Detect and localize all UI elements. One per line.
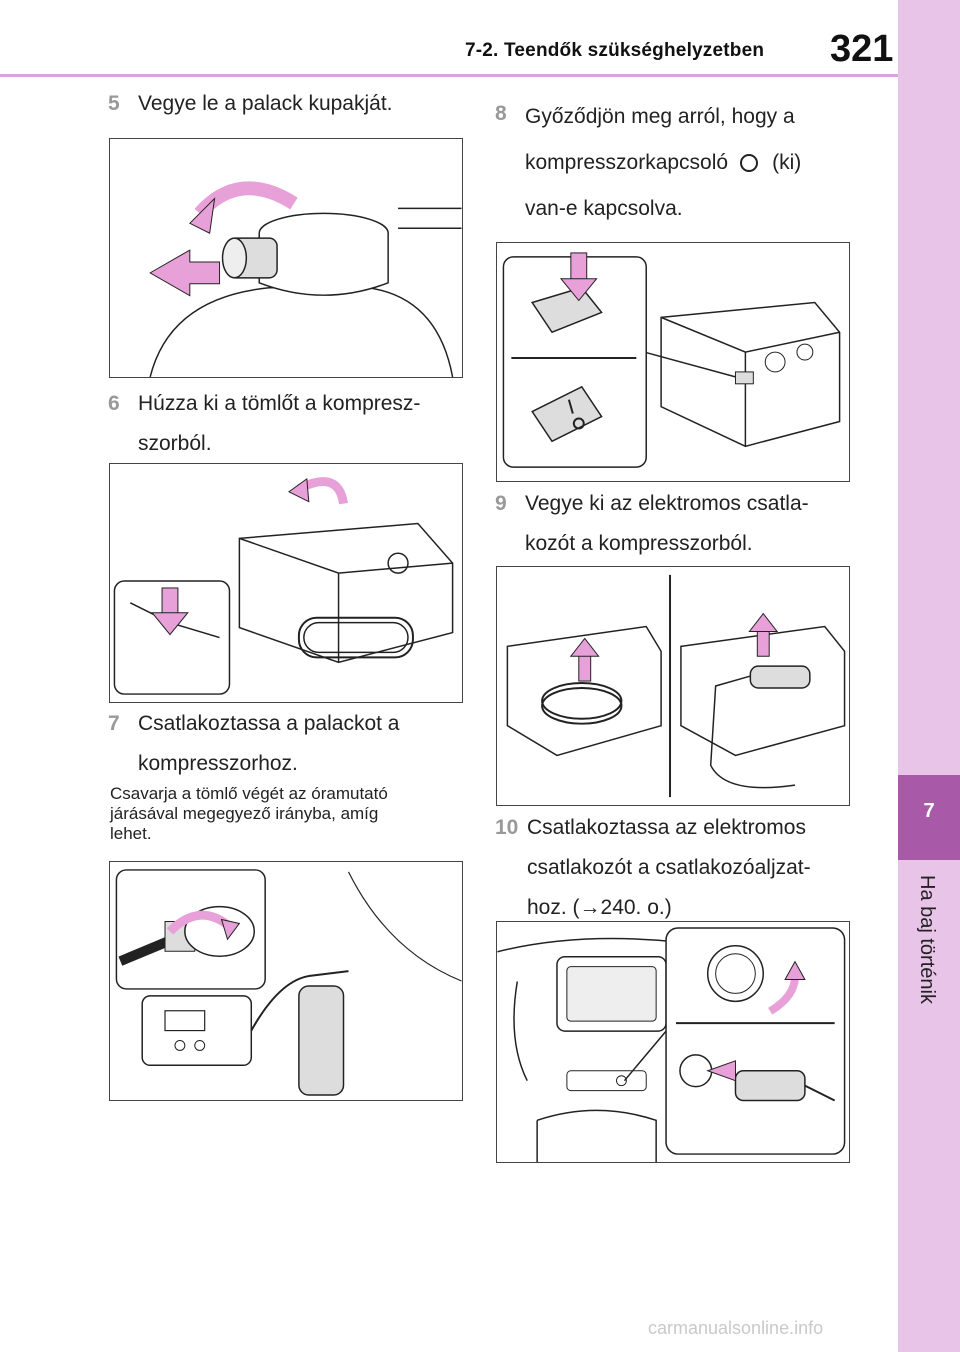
figure-connect-power-socket (496, 921, 850, 1163)
step-number: 6 (108, 392, 120, 415)
chapter-number: 7 (923, 800, 935, 822)
step-text: Csatlakoztassa az elektromos csatlakozót… (527, 816, 811, 919)
step-text: Csatlakoztassa a palackot a kompresszorh… (138, 712, 400, 775)
chapter-side-tab (898, 0, 960, 1352)
figure-remove-power-plug (496, 566, 850, 806)
step-6: 6 Húzza ki a tömlőt a kompresz- szorból. (108, 384, 468, 464)
step-number: 9 (495, 492, 507, 515)
figure-remove-bottle-cap (109, 138, 463, 378)
step-7: 7 Csatlakoztassa a palackot a kompresszo… (108, 704, 468, 784)
step-text-line-1: Győződjön meg arról, hogy a (525, 105, 795, 128)
step-9: 9 Vegye ki az elektromos csatla- kozót a… (495, 484, 885, 564)
step-number: 7 (108, 712, 120, 735)
step-text-line-3: van-e kapcsolva. (525, 197, 683, 220)
step-text: Vegye ki az elektromos csatla- kozót a k… (525, 492, 809, 555)
step-text-line-2b: (ki) (772, 151, 802, 174)
step-number: 8 (495, 102, 507, 125)
step-number: 10 (495, 816, 519, 839)
power-socket-illustration (497, 927, 846, 1162)
step-text-line-2a: kompresszorkapcsoló (525, 151, 729, 174)
chapter-title: Ha baj történik (916, 875, 938, 1004)
figure-connect-bottle (109, 861, 463, 1101)
step-text: Húzza ki a tömlőt a kompresz- szorból. (138, 392, 421, 455)
bottle-cap-illustration (149, 181, 462, 377)
header-rule (0, 74, 898, 77)
switch-off-illustration (502, 252, 841, 468)
figure-pull-out-hose (109, 463, 463, 703)
watermark: carmanualsonline.info (648, 1318, 824, 1338)
page-number: 321 (830, 28, 894, 70)
section-title: 7-2. Teendők szükséghelyzetben (465, 40, 765, 61)
chapter-tab-highlight (898, 775, 960, 860)
step-10: 10 Csatlakoztassa az elektromos csatlako… (495, 808, 885, 928)
step-8: 8 Győződjön meg arról, hogy a kompresszo… (495, 94, 885, 232)
step-7-note: Csavarja a tömlő végét az óramutató járá… (110, 784, 388, 843)
compressor-hose-illustration (113, 477, 454, 695)
power-plug-illustration (506, 574, 846, 798)
bottle-connect-illustration (115, 869, 462, 1096)
step-text: Vegye le a palack kupakját. (138, 92, 393, 115)
figure-switch-off (496, 242, 850, 482)
step-5: 5 Vegye le a palack kupakját. (108, 84, 468, 124)
circle-off-icon (740, 154, 759, 173)
step-number: 5 (108, 92, 120, 115)
